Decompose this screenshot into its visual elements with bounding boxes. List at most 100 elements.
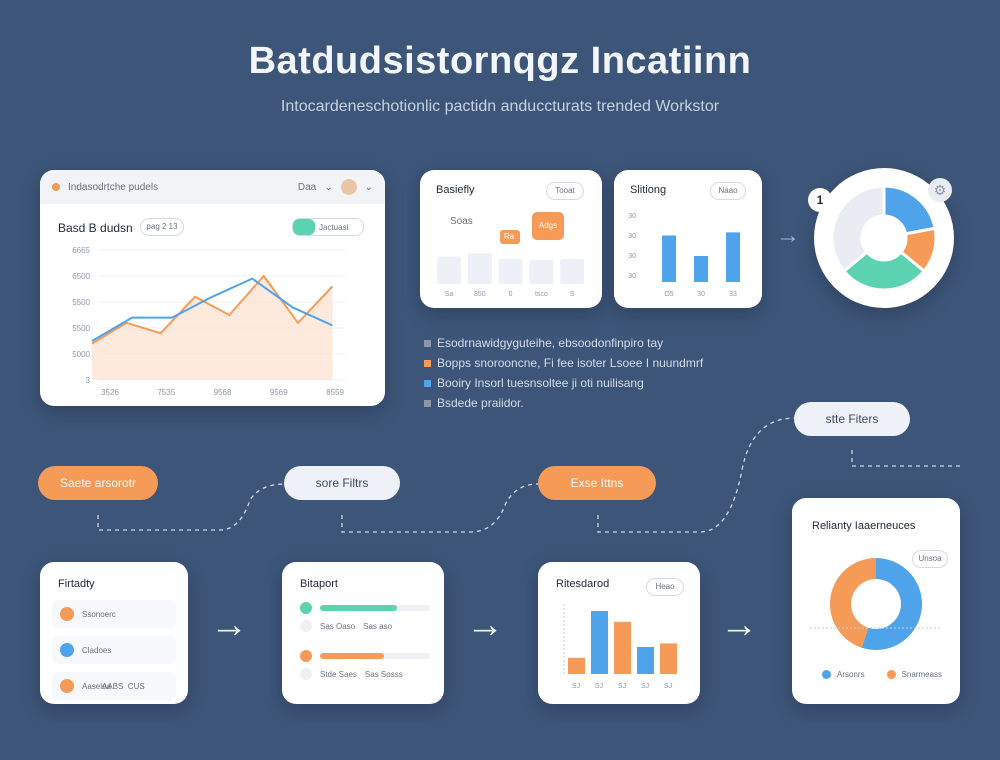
legend: Arsonrs Snarmeass xyxy=(822,670,942,679)
bar-card-1-sub-label: Ra xyxy=(504,232,515,241)
pill-button-3[interactable]: Exse Ittns xyxy=(538,466,656,500)
bar-card-2-tag[interactable]: Naao xyxy=(710,182,746,200)
bar-card-1-title: Basiefly xyxy=(436,184,475,196)
dashboard-filter-tag[interactable]: pag 2 13 xyxy=(140,218,184,236)
progress-dot-icon xyxy=(300,650,312,662)
progress-sub-label: Stde Saes xyxy=(320,669,357,679)
x-tick-label: 33 xyxy=(729,291,737,298)
y-tick-label: 5000 xyxy=(72,350,90,359)
bar xyxy=(437,256,461,284)
x-tick-label: SJ xyxy=(664,683,672,690)
x-tick-label: 850 xyxy=(474,291,486,298)
pie-badge[interactable]: 1 xyxy=(808,188,832,212)
y-tick-label: 30 xyxy=(628,273,636,280)
note-item: Bsdede praiidor. xyxy=(424,396,784,416)
note-text: Bopps snorooncne, Fi fee isoter Lsoee I … xyxy=(437,356,704,370)
note-item: Bopps snorooncne, Fi fee isoter Lsoee I … xyxy=(424,356,784,376)
y-tick-label: 5500 xyxy=(72,298,90,307)
pill-button-4[interactable]: stte Fiters xyxy=(794,402,910,436)
page-title: Batdudsistornqgz Incatiinn xyxy=(248,40,752,82)
highlight-marker xyxy=(500,230,520,244)
chevron-down-icon[interactable]: ⌄ xyxy=(364,181,373,193)
bar-card-1-tag[interactable]: Tooat xyxy=(546,182,584,200)
pie-slice xyxy=(830,184,886,274)
series-2-line xyxy=(91,274,334,345)
x-tick-label: 9568 xyxy=(214,388,232,397)
step-2-title: Bitaport xyxy=(300,578,338,590)
bar xyxy=(498,259,523,284)
list-item-icon xyxy=(60,607,74,621)
donut-slice xyxy=(861,558,922,650)
legend-label: Arsonrs xyxy=(837,670,865,679)
progress-fill xyxy=(320,653,384,659)
dashboard-card: Indasodrtche pudels Daa ⌄ ⌄ Basd B dudsn… xyxy=(40,170,385,406)
y-tick-label: 30 xyxy=(628,253,636,260)
list-item[interactable]: Aaseloa xyxy=(52,672,176,700)
legend-swatch-icon xyxy=(822,670,831,679)
y-tick-label: 30 xyxy=(628,213,636,220)
list-item-icon xyxy=(60,679,74,693)
x-tick-label: 8559 xyxy=(326,388,344,397)
pie-badge-label: 1 xyxy=(816,193,824,207)
x-tick-label: SJ xyxy=(572,683,580,690)
legend-label: Snarmeass xyxy=(901,670,943,679)
progress-track xyxy=(320,653,430,659)
list-item-label: Cladoes xyxy=(82,645,112,655)
pill-button-2[interactable]: sore Filtrs xyxy=(284,466,400,500)
step-4-title: Relianty Iaaerneuces xyxy=(812,520,916,532)
filter-icon[interactable]: ⌄ xyxy=(324,181,333,193)
progress-sub-label: Sas Oaso xyxy=(320,621,356,631)
x-tick-label: SJ xyxy=(595,683,603,690)
step-3-tag[interactable]: Heao xyxy=(646,578,684,596)
x-tick-label: 7535 xyxy=(157,388,175,397)
placeholder-dot-icon xyxy=(300,620,312,632)
x-tick-label: tsco xyxy=(535,291,548,298)
arrow-right-icon: → xyxy=(720,604,758,646)
avatar[interactable] xyxy=(340,179,357,195)
progress-track xyxy=(320,605,430,611)
list-item[interactable]: Ssonoerc xyxy=(52,600,176,628)
bar xyxy=(560,259,585,284)
dashboard-menu[interactable]: Daa xyxy=(297,181,317,193)
x-tick-label: Sa xyxy=(445,291,454,298)
step-card-2: Bitaport Sas Oaso Sas aso Stde Saes Sas … xyxy=(282,562,444,704)
pie-chart-1 xyxy=(830,184,938,292)
toggle-knob xyxy=(293,219,315,235)
x-tick-label: SJ xyxy=(641,683,649,690)
step-4-tag[interactable]: Unsoa xyxy=(912,550,948,568)
bar-chart-3: SJ SJ SJ SJ SJ xyxy=(563,604,677,690)
pie-chart-2 xyxy=(810,558,942,650)
x-tick-label: 0 xyxy=(509,291,513,298)
y-tick-label: 6500 xyxy=(72,272,90,281)
status-dot-icon xyxy=(52,183,60,191)
series-2-area xyxy=(92,276,333,380)
list-item[interactable]: Cladoes xyxy=(52,636,176,664)
pill-button-1[interactable]: Saete arsorotr xyxy=(38,466,158,500)
step-1-title: Firtadty xyxy=(58,578,95,590)
x-tick-label: SJ xyxy=(618,683,626,690)
bar xyxy=(637,647,654,674)
arrow-right-icon: → xyxy=(466,604,504,646)
progress-dot-icon xyxy=(300,602,312,614)
list-item-icon xyxy=(60,643,74,657)
note-marker-icon xyxy=(424,340,431,348)
x-tick-label: 9569 xyxy=(270,388,288,397)
donut-slice xyxy=(830,558,876,648)
step-1-footer-a: AABS xyxy=(102,682,124,691)
bar xyxy=(694,255,708,282)
progress-sub-label: Sas aso xyxy=(363,621,393,631)
x-tick-label: 3526 xyxy=(101,388,119,397)
bar xyxy=(591,611,608,674)
arrow-right-icon: → xyxy=(776,222,800,249)
y-tick-label: 30 xyxy=(628,233,636,240)
toggle-switch[interactable]: Jactuasi xyxy=(292,218,364,236)
note-marker-icon xyxy=(424,360,431,368)
step-card-1: Firtadty Ssonoerc Cladoes Aaseloa AABS C… xyxy=(40,562,188,704)
settings-icon[interactable]: ⚙ xyxy=(928,178,952,202)
dashboard-topbar: Indasodrtche pudels Daa ⌄ ⌄ xyxy=(40,170,385,204)
bar xyxy=(662,235,676,282)
step-1-footer: AABS CUS xyxy=(102,682,145,691)
